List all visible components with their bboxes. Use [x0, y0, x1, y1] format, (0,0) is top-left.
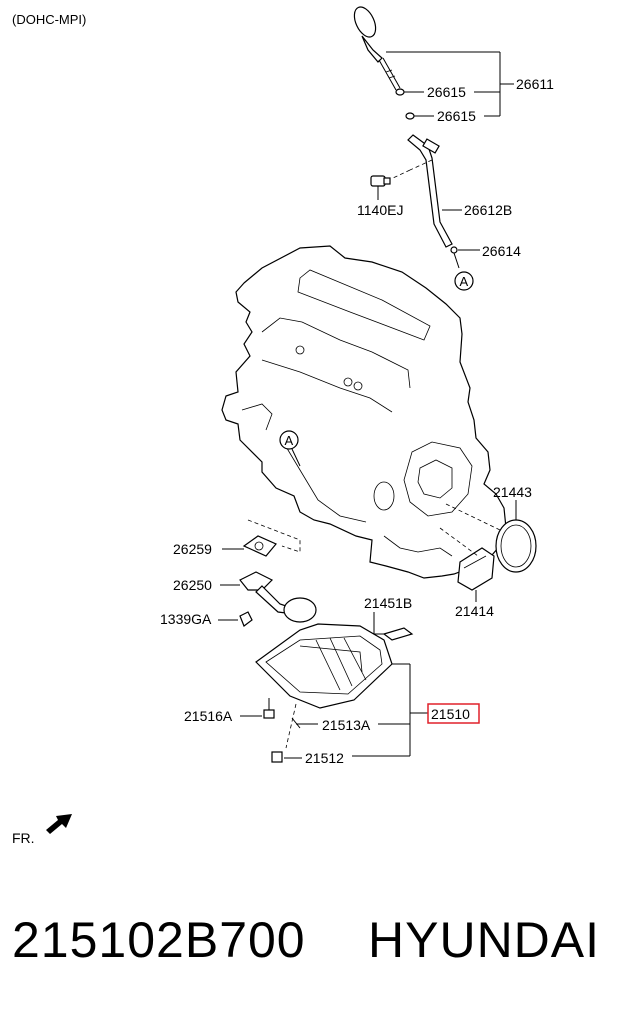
gasket-21513a [291, 717, 301, 729]
brand-name: HYUNDAI [368, 912, 601, 968]
bolt-1140ej [370, 175, 391, 187]
dipstick-guide-tube [407, 134, 453, 248]
front-orientation-label: FR. [12, 830, 35, 846]
gasket-26259 [242, 535, 277, 557]
rear-oil-seal-21443 [495, 519, 537, 573]
oil-strainer-26250 [239, 571, 317, 623]
callout-26615-upper: 26615 [427, 84, 466, 100]
ref-a-circle-top [454, 271, 474, 291]
ref-a-label-mid: A [285, 433, 294, 448]
callout-21516a: 21516A [184, 708, 233, 724]
front-arrow-icon [46, 814, 72, 834]
baffle-21451b [382, 627, 414, 641]
callout-21512: 21512 [305, 750, 344, 766]
seal-26614 [450, 246, 458, 254]
callout-26614: 26614 [482, 243, 521, 259]
callout-26259: 26259 [173, 541, 212, 557]
callout-21443: 21443 [493, 484, 532, 500]
callout-21513a: 21513A [322, 717, 371, 733]
oil-pan-21510 [255, 623, 393, 709]
callout-1339ga: 1339GA [160, 611, 212, 627]
drain-plug-21512 [271, 751, 283, 763]
callout-1140ej: 1140EJ [357, 202, 403, 218]
part-number: 215102B700 [12, 912, 306, 968]
o-ring-upper [395, 88, 405, 96]
callout-21414: 21414 [455, 603, 494, 619]
callout-26250: 26250 [173, 577, 212, 593]
oil-dipstick [353, 6, 401, 91]
highlight-box-21510 [427, 703, 480, 724]
callout-26611: 26611 [516, 76, 554, 92]
nut-1339ga [239, 611, 253, 627]
seal-retainer-21414 [457, 547, 495, 591]
bolt-21516a [263, 698, 275, 719]
callout-26615-lower: 26615 [437, 108, 476, 124]
callout-21510: 21510 [431, 706, 470, 722]
engine-block [221, 245, 507, 579]
ref-a-circle-mid [279, 430, 299, 450]
o-ring-lower [405, 112, 415, 120]
callout-21451b: 21451B [364, 595, 412, 611]
callout-26612b: 26612B [464, 202, 512, 218]
variant-label: (DOHC-MPI) [12, 12, 86, 27]
ref-a-label-top: A [460, 274, 469, 289]
